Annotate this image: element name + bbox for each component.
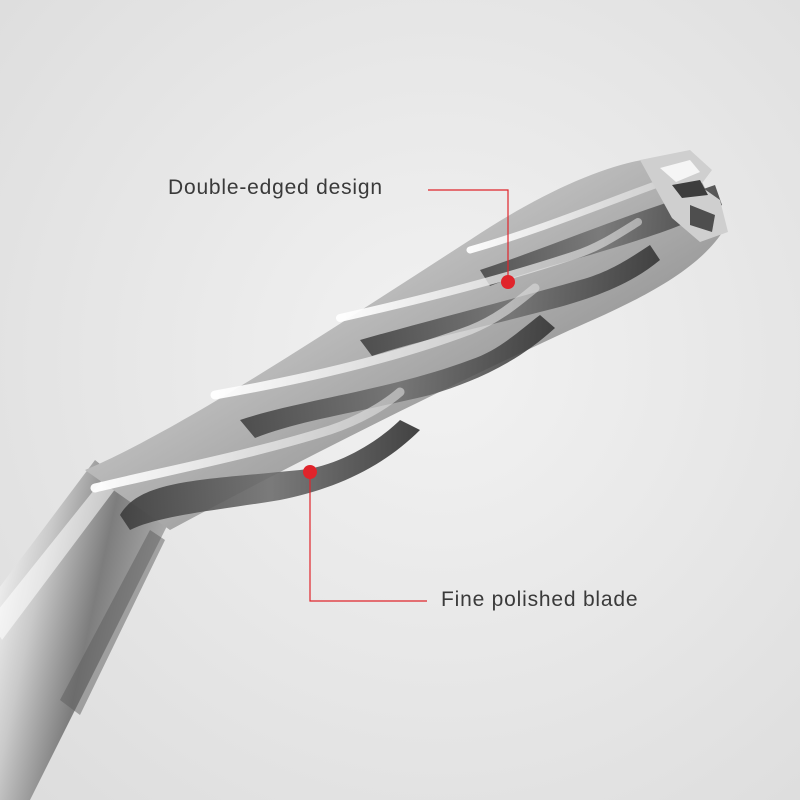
callout-label-double-edged-design: Double-edged design (168, 176, 383, 199)
bit-tip (640, 150, 728, 242)
callout-bottom-marker (303, 465, 317, 479)
callout-bottom-leader (309, 472, 427, 602)
shank (0, 460, 170, 800)
callout-top-leader (428, 189, 509, 282)
callout-label-fine-polished-blade: Fine polished blade (441, 588, 639, 611)
callout-top-marker (501, 275, 515, 289)
helical-grooves (120, 185, 722, 530)
